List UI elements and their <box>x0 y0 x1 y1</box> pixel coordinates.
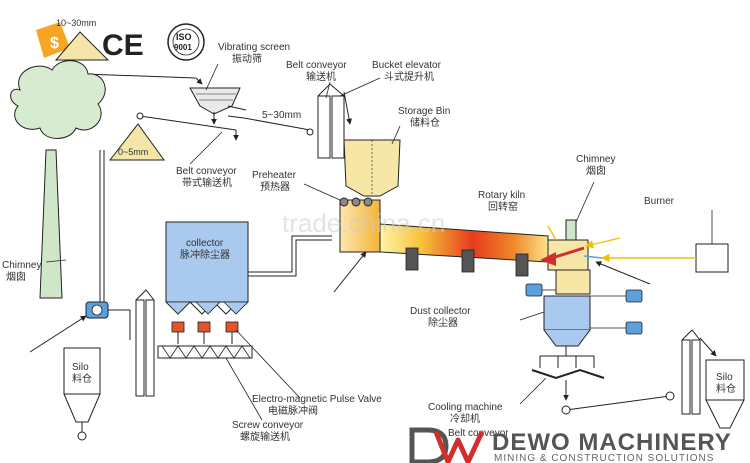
preheater-label-zh: 预热器 <box>260 180 290 193</box>
raw-material-pile <box>54 31 110 61</box>
right-chimney <box>565 219 577 243</box>
left-silo <box>63 347 101 441</box>
size-label-mid: 5~30mm <box>262 110 301 121</box>
size-label-top: 10~30mm <box>56 18 96 28</box>
left-silo-label-en: Silo <box>72 362 89 373</box>
right-chimney-label-zh: 烟囱 <box>586 164 606 177</box>
vibrating-screen <box>189 87 247 125</box>
size-label-fine: 0~5mm <box>118 147 148 157</box>
left-silo-label-zh: 料仓 <box>72 372 92 385</box>
middle-belt-conveyor <box>136 112 314 141</box>
belt-conveyor-mid-label-en: Belt conveyor <box>176 166 237 177</box>
brand-tagline: MINING & CONSTRUCTION SOLUTIONS <box>494 453 714 463</box>
watermark-text: trade.china.cn <box>282 208 445 238</box>
material-flow-arrows <box>547 225 621 249</box>
belt-conveyor-top-label-en: Belt conveyor <box>286 60 347 71</box>
kiln-head <box>540 239 589 271</box>
burner <box>695 243 729 273</box>
right-silo-label-en: Silo <box>716 372 733 383</box>
vibrating-screen-label-zh: 振动筛 <box>232 52 262 65</box>
cooler-fan-right-2 <box>625 321 643 335</box>
collector-label-zh: 脉冲除尘器 <box>180 248 230 261</box>
dewo-logo <box>409 427 485 463</box>
ce-mark-icon: CE <box>102 29 144 62</box>
svg-text:ISO: ISO <box>176 32 192 42</box>
storage-bin-label-en: Storage Bin <box>398 106 450 117</box>
svg-text:CE: CE <box>102 29 144 62</box>
collector-elevator <box>135 289 155 397</box>
screw-conveyor <box>157 345 253 359</box>
bucket-elevator-label-zh: 斗式提升机 <box>384 70 434 83</box>
right-chimney-label-en: Chimney <box>576 154 615 165</box>
burner-label-en: Burner <box>644 196 675 207</box>
right-dust-collector <box>543 269 591 356</box>
rotary-kiln-label-en: Rotary kiln <box>478 190 525 201</box>
iso-9001-seal-icon: ISO 9001 <box>167 23 205 61</box>
pulse-valve-label-en: Electro-magnetic Pulse Valve <box>252 394 382 405</box>
screw-conveyor-label-zh: 螺旋输送机 <box>240 430 290 443</box>
storage-bin <box>343 139 401 197</box>
price-tag-icon: $ <box>36 22 70 58</box>
svg-text:9001: 9001 <box>174 43 192 52</box>
vibrating-screen-label-en: Vibrating screen <box>218 42 290 53</box>
right-bucket-elevator <box>681 329 717 415</box>
smoke-cloud <box>10 60 106 139</box>
cooling-machine-label-zh: 冷却机 <box>450 412 480 425</box>
pulse-valve-1 <box>171 321 185 344</box>
rotary-kiln-label-zh: 回转窑 <box>488 200 518 213</box>
right-silo-label-zh: 料仓 <box>716 382 736 395</box>
preheater-label-en: Preheater <box>252 170 297 181</box>
preheater <box>339 197 381 253</box>
pulse-dust-collector <box>165 221 249 315</box>
left-chimney-label-zh: 烟囱 <box>6 270 26 283</box>
cooler-fan-right-1 <box>625 289 643 303</box>
left-exhaust-fan <box>85 301 109 319</box>
bottom-belt-conveyor <box>561 391 675 415</box>
bucket-elevator-label-en: Bucket elevator <box>372 60 442 71</box>
rotary-kiln <box>379 223 549 277</box>
belt-conveyor-top-label-zh: 输送机 <box>306 70 336 83</box>
dust-collector-label-en: Dust collector <box>410 306 471 317</box>
pulse-valve-3 <box>225 321 239 344</box>
cooling-machine <box>531 355 605 401</box>
cooler-fan-left <box>525 283 543 297</box>
left-chimney-label-en: Chimney <box>2 260 41 271</box>
bucket-elevator <box>317 83 352 159</box>
right-silo <box>705 359 745 429</box>
pulse-valve-2 <box>197 321 211 344</box>
brand-name: DEWO MACHINERY <box>492 429 732 456</box>
belt-conveyor-mid-label-zh: 带式输送机 <box>182 176 232 189</box>
fine-material-pile <box>108 123 165 161</box>
cooling-machine-label-en: Cooling machine <box>428 402 503 413</box>
storage-bin-label-zh: 储料仓 <box>410 116 440 129</box>
svg-text:$: $ <box>50 35 59 52</box>
collector-label-en: collector <box>186 238 224 249</box>
screw-conveyor-label-en: Screw conveyor <box>232 420 304 431</box>
left-chimney <box>39 149 63 299</box>
pulse-valve-label-zh: 电磁脉冲阀 <box>268 404 318 417</box>
dust-collector-label-zh: 除尘器 <box>428 316 458 329</box>
